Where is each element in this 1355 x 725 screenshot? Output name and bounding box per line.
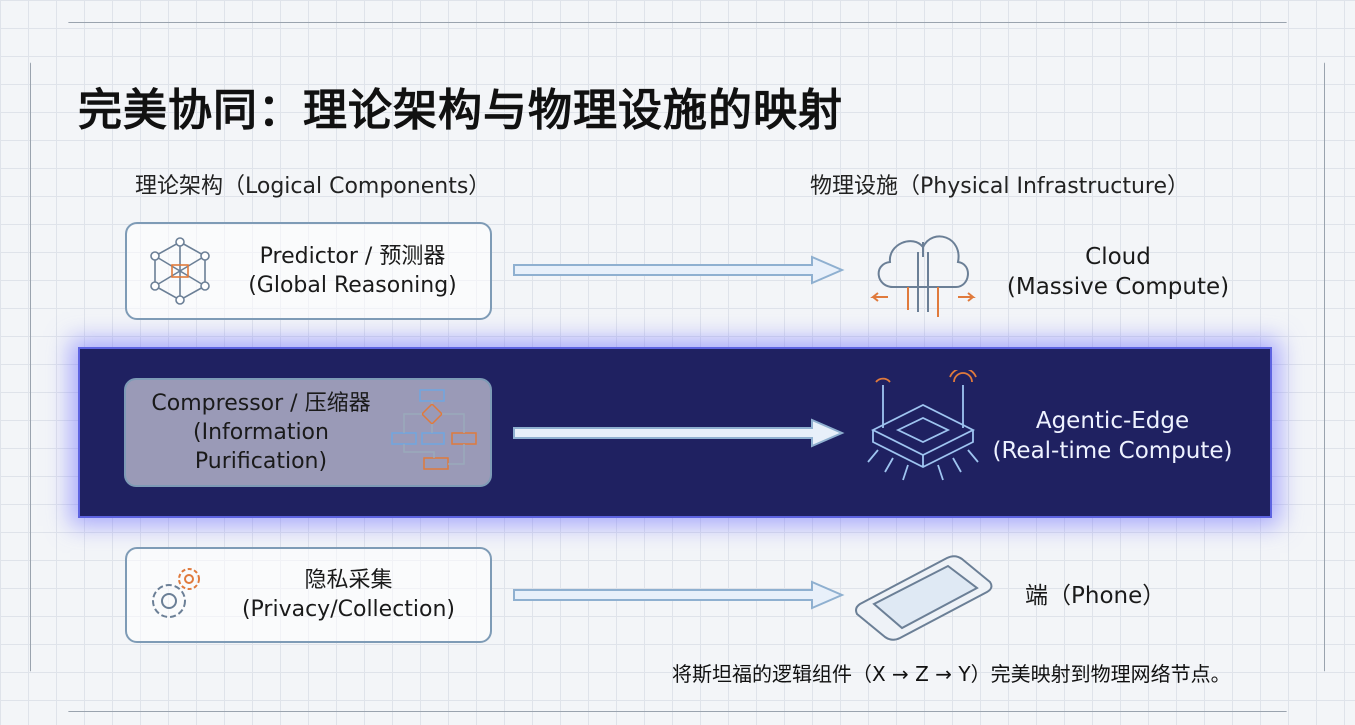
edge-title: Agentic-Edge: [1035, 408, 1190, 434]
predictor-subtitle: (Global Reasoning): [248, 273, 457, 298]
compressor-subtitle-2: Purification): [194, 449, 328, 474]
footnote: 将斯坦福的逻辑组件（X → Z → Y）完美映射到物理网络节点。: [672, 662, 1231, 686]
gears-icon: [152, 568, 200, 618]
arrow-right-icon: [513, 418, 845, 448]
page-title: 完美协同：理论架构与物理设施的映射: [78, 85, 843, 136]
arrow-right-icon: [513, 580, 845, 610]
cloud-subtitle: (Massive Compute): [1006, 274, 1230, 300]
privacy-box: 隐私采集 (Privacy/Collection): [125, 547, 492, 643]
decorative-frame: [30, 22, 1325, 712]
neural-network-icon: [150, 237, 210, 305]
compressor-title: Compressor / 压缩器: [151, 391, 371, 416]
edge-label: Agentic-Edge (Real-time Compute): [985, 406, 1240, 466]
cloud-icon: [870, 235, 976, 317]
logical-column-header: 理论架构（Logical Components）: [135, 174, 491, 199]
privacy-subtitle: (Privacy/Collection): [241, 597, 456, 622]
phone-icon: [855, 555, 993, 641]
privacy-title: 隐私采集: [304, 568, 393, 593]
cloud-label: Cloud (Massive Compute): [990, 242, 1246, 302]
predictor-box: Predictor / 预测器 (Global Reasoning): [125, 222, 492, 320]
arrow-right-icon: [513, 255, 845, 285]
compressor-subtitle-1: (Information: [193, 420, 329, 445]
physical-column-header: 物理设施（Physical Infrastructure）: [810, 174, 1190, 199]
edge-subtitle: (Real-time Compute): [992, 438, 1233, 464]
flowchart-icon: [391, 388, 477, 470]
phone-label: 端（Phone）: [1025, 583, 1166, 609]
predictor-title: Predictor / 预测器: [259, 244, 446, 269]
edge-chip-icon: [867, 370, 979, 481]
cloud-title: Cloud: [1085, 244, 1151, 270]
